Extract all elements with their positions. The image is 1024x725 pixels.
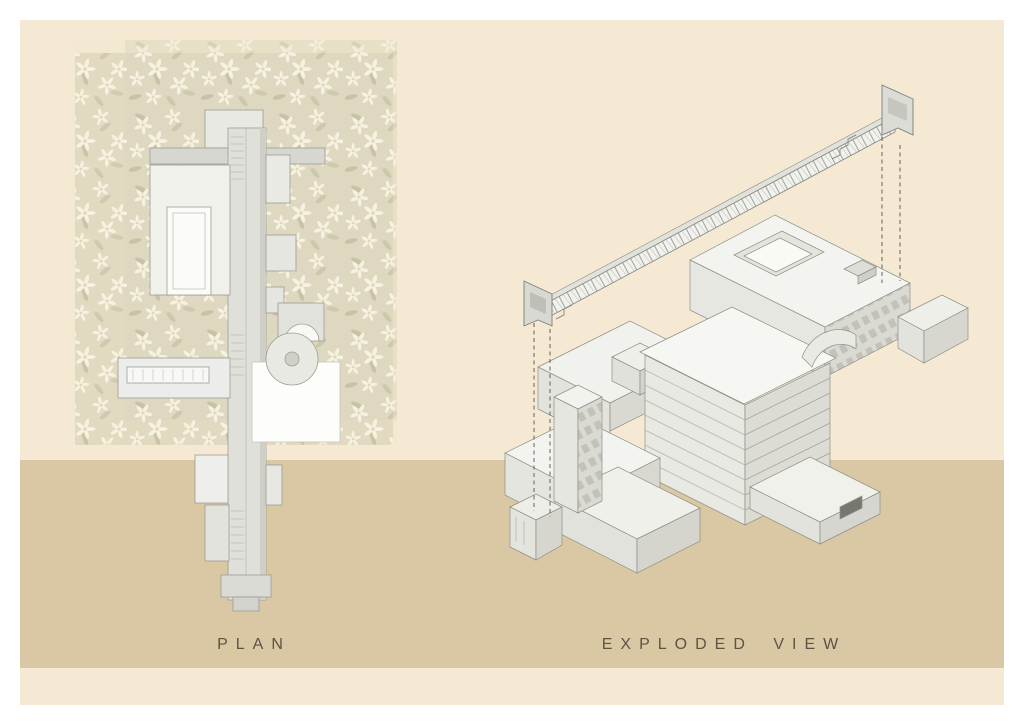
plan-drawing [75,40,397,612]
presentation-board: PLAN EXPLODED VIEW [20,20,1004,705]
plan-building [117,109,341,612]
drop-lines [533,137,901,517]
exploded-figure [450,55,980,610]
exploded-view-drawing [504,84,969,574]
plan-caption: PLAN [217,636,291,653]
plan-figure [55,35,405,625]
building-massing [504,214,969,574]
bridge-portals [523,84,914,327]
exploded-view-caption: EXPLODED VIEW [601,636,847,653]
